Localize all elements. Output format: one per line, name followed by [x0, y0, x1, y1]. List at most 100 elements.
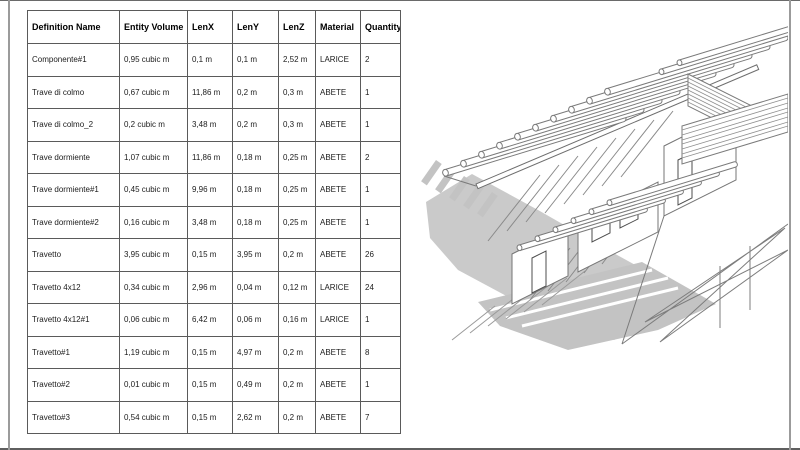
cell-entity-volume: 0,34 cubic m: [119, 270, 188, 304]
component-table-header: Definition Name Entity Volume LenX LenY …: [27, 10, 401, 44]
cell-entity-volume: 0,16 cubic m: [119, 205, 188, 239]
cell-leny: 0,18 m: [232, 173, 279, 207]
cell-leny: 0,2 m: [232, 75, 279, 109]
component-report-table: Definition Name Entity Volume LenX LenY …: [27, 10, 401, 434]
cell-leny: 0,04 m: [232, 270, 279, 304]
cell-definition-name: Componente#1: [27, 43, 120, 77]
cell-lenx: 3,48 m: [187, 205, 233, 239]
cell-material: ABETE: [315, 238, 361, 272]
cell-definition-name: Travetto 4x12#1: [27, 303, 120, 337]
cell-leny: 0,18 m: [232, 205, 279, 239]
cell-entity-volume: 0,95 cubic m: [119, 43, 188, 77]
cell-quantity: 26: [360, 238, 401, 272]
cell-entity-volume: 1,07 cubic m: [119, 140, 188, 174]
cell-quantity: 1: [360, 75, 401, 109]
cell-material: ABETE: [315, 75, 361, 109]
table-row: Trave di colmo_2 0,2 cubic m 3,48 m 0,2 …: [27, 108, 401, 142]
cell-material: ABETE: [315, 205, 361, 239]
cell-entity-volume: 3,95 cubic m: [119, 238, 188, 272]
table-row: Travetto#3 0,54 cubic m 0,15 m 2,62 m 0,…: [27, 400, 401, 434]
column-header-definition-name: Definition Name: [27, 10, 120, 44]
header-row: Definition Name Entity Volume LenX LenY …: [27, 10, 401, 44]
cell-lenx: 2,96 m: [187, 270, 233, 304]
cell-definition-name: Travetto#2: [27, 368, 120, 402]
cell-lenx: 11,86 m: [187, 140, 233, 174]
cell-lenx: 11,86 m: [187, 75, 233, 109]
cell-quantity: 1: [360, 108, 401, 142]
table-row: Componente#1 0,95 cubic m 0,1 m 0,1 m 2,…: [27, 43, 401, 77]
table-row: Trave dormiente 1,07 cubic m 11,86 m 0,1…: [27, 140, 401, 174]
column-header-entity-volume: Entity Volume: [119, 10, 188, 44]
cell-definition-name: Trave di colmo_2: [27, 108, 120, 142]
cell-leny: 0,1 m: [232, 43, 279, 77]
column-header-material: Material: [315, 10, 361, 44]
cell-definition-name: Trave di colmo: [27, 75, 120, 109]
cell-material: ABETE: [315, 335, 361, 369]
table-row: Travetto#1 1,19 cubic m 0,15 m 4,97 m 0,…: [27, 335, 401, 369]
cell-entity-volume: 1,19 cubic m: [119, 335, 188, 369]
page-bottom-edge: [0, 448, 800, 450]
cell-quantity: 2: [360, 140, 401, 174]
component-table-body: Componente#1 0,95 cubic m 0,1 m 0,1 m 2,…: [27, 43, 401, 434]
cell-lenz: 0,12 m: [278, 270, 316, 304]
cell-leny: 0,18 m: [232, 140, 279, 174]
cell-lenx: 6,42 m: [187, 303, 233, 337]
column-header-lenx: LenX: [187, 10, 233, 44]
cell-entity-volume: 0,54 cubic m: [119, 400, 188, 434]
cell-lenx: 0,15 m: [187, 238, 233, 272]
cell-definition-name: Trave dormiente#2: [27, 205, 120, 239]
cell-quantity: 1: [360, 368, 401, 402]
table-row: Trave di colmo 0,67 cubic m 11,86 m 0,2 …: [27, 75, 401, 109]
cell-entity-volume: 0,67 cubic m: [119, 75, 188, 109]
cell-entity-volume: 0,06 cubic m: [119, 303, 188, 337]
cell-entity-volume: 0,2 cubic m: [119, 108, 188, 142]
cell-quantity: 7: [360, 400, 401, 434]
page-top-edge: [0, 0, 800, 1]
cell-quantity: 2: [360, 43, 401, 77]
page-left-frame-line: [8, 0, 10, 450]
cell-material: LARICE: [315, 303, 361, 337]
cell-lenx: 9,96 m: [187, 173, 233, 207]
cell-definition-name: Travetto 4x12: [27, 270, 120, 304]
model-platform-frame: [621, 223, 788, 345]
cell-leny: 2,62 m: [232, 400, 279, 434]
cell-lenx: 0,15 m: [187, 400, 233, 434]
cell-lenx: 3,48 m: [187, 108, 233, 142]
cell-material: LARICE: [315, 43, 361, 77]
cell-leny: 0,06 m: [232, 303, 279, 337]
model-floor-joists: [451, 270, 586, 341]
cell-lenz: 0,2 m: [278, 238, 316, 272]
cell-material: ABETE: [315, 368, 361, 402]
cell-lenz: 0,25 m: [278, 173, 316, 207]
table-row: Travetto 3,95 cubic m 0,15 m 3,95 m 0,2 …: [27, 238, 401, 272]
cell-material: ABETE: [315, 108, 361, 142]
cell-quantity: 1: [360, 303, 401, 337]
3d-model-axonometric-view: [421, 20, 788, 350]
cell-lenz: 0,3 m: [278, 108, 316, 142]
cell-definition-name: Travetto#3: [27, 400, 120, 434]
cell-material: ABETE: [315, 173, 361, 207]
cell-lenx: 0,1 m: [187, 43, 233, 77]
cell-lenx: 0,15 m: [187, 368, 233, 402]
cell-lenz: 0,3 m: [278, 75, 316, 109]
cell-quantity: 24: [360, 270, 401, 304]
model-deck-slats: [681, 93, 788, 165]
cell-lenz: 0,25 m: [278, 205, 316, 239]
cell-leny: 0,2 m: [232, 108, 279, 142]
cell-definition-name: Travetto#1: [27, 335, 120, 369]
cell-lenx: 0,15 m: [187, 335, 233, 369]
cell-definition-name: Travetto: [27, 238, 120, 272]
cell-material: LARICE: [315, 270, 361, 304]
column-header-quantity: Quantity: [360, 10, 401, 44]
cell-leny: 0,49 m: [232, 368, 279, 402]
column-header-lenz: LenZ: [278, 10, 316, 44]
cell-lenz: 0,2 m: [278, 400, 316, 434]
cell-quantity: 1: [360, 205, 401, 239]
cell-leny: 3,95 m: [232, 238, 279, 272]
page-right-frame-line: [789, 0, 791, 450]
cell-entity-volume: 0,45 cubic m: [119, 173, 188, 207]
cell-lenz: 2,52 m: [278, 43, 316, 77]
cell-lenz: 0,16 m: [278, 303, 316, 337]
cell-quantity: 8: [360, 335, 401, 369]
cell-definition-name: Trave dormiente#1: [27, 173, 120, 207]
